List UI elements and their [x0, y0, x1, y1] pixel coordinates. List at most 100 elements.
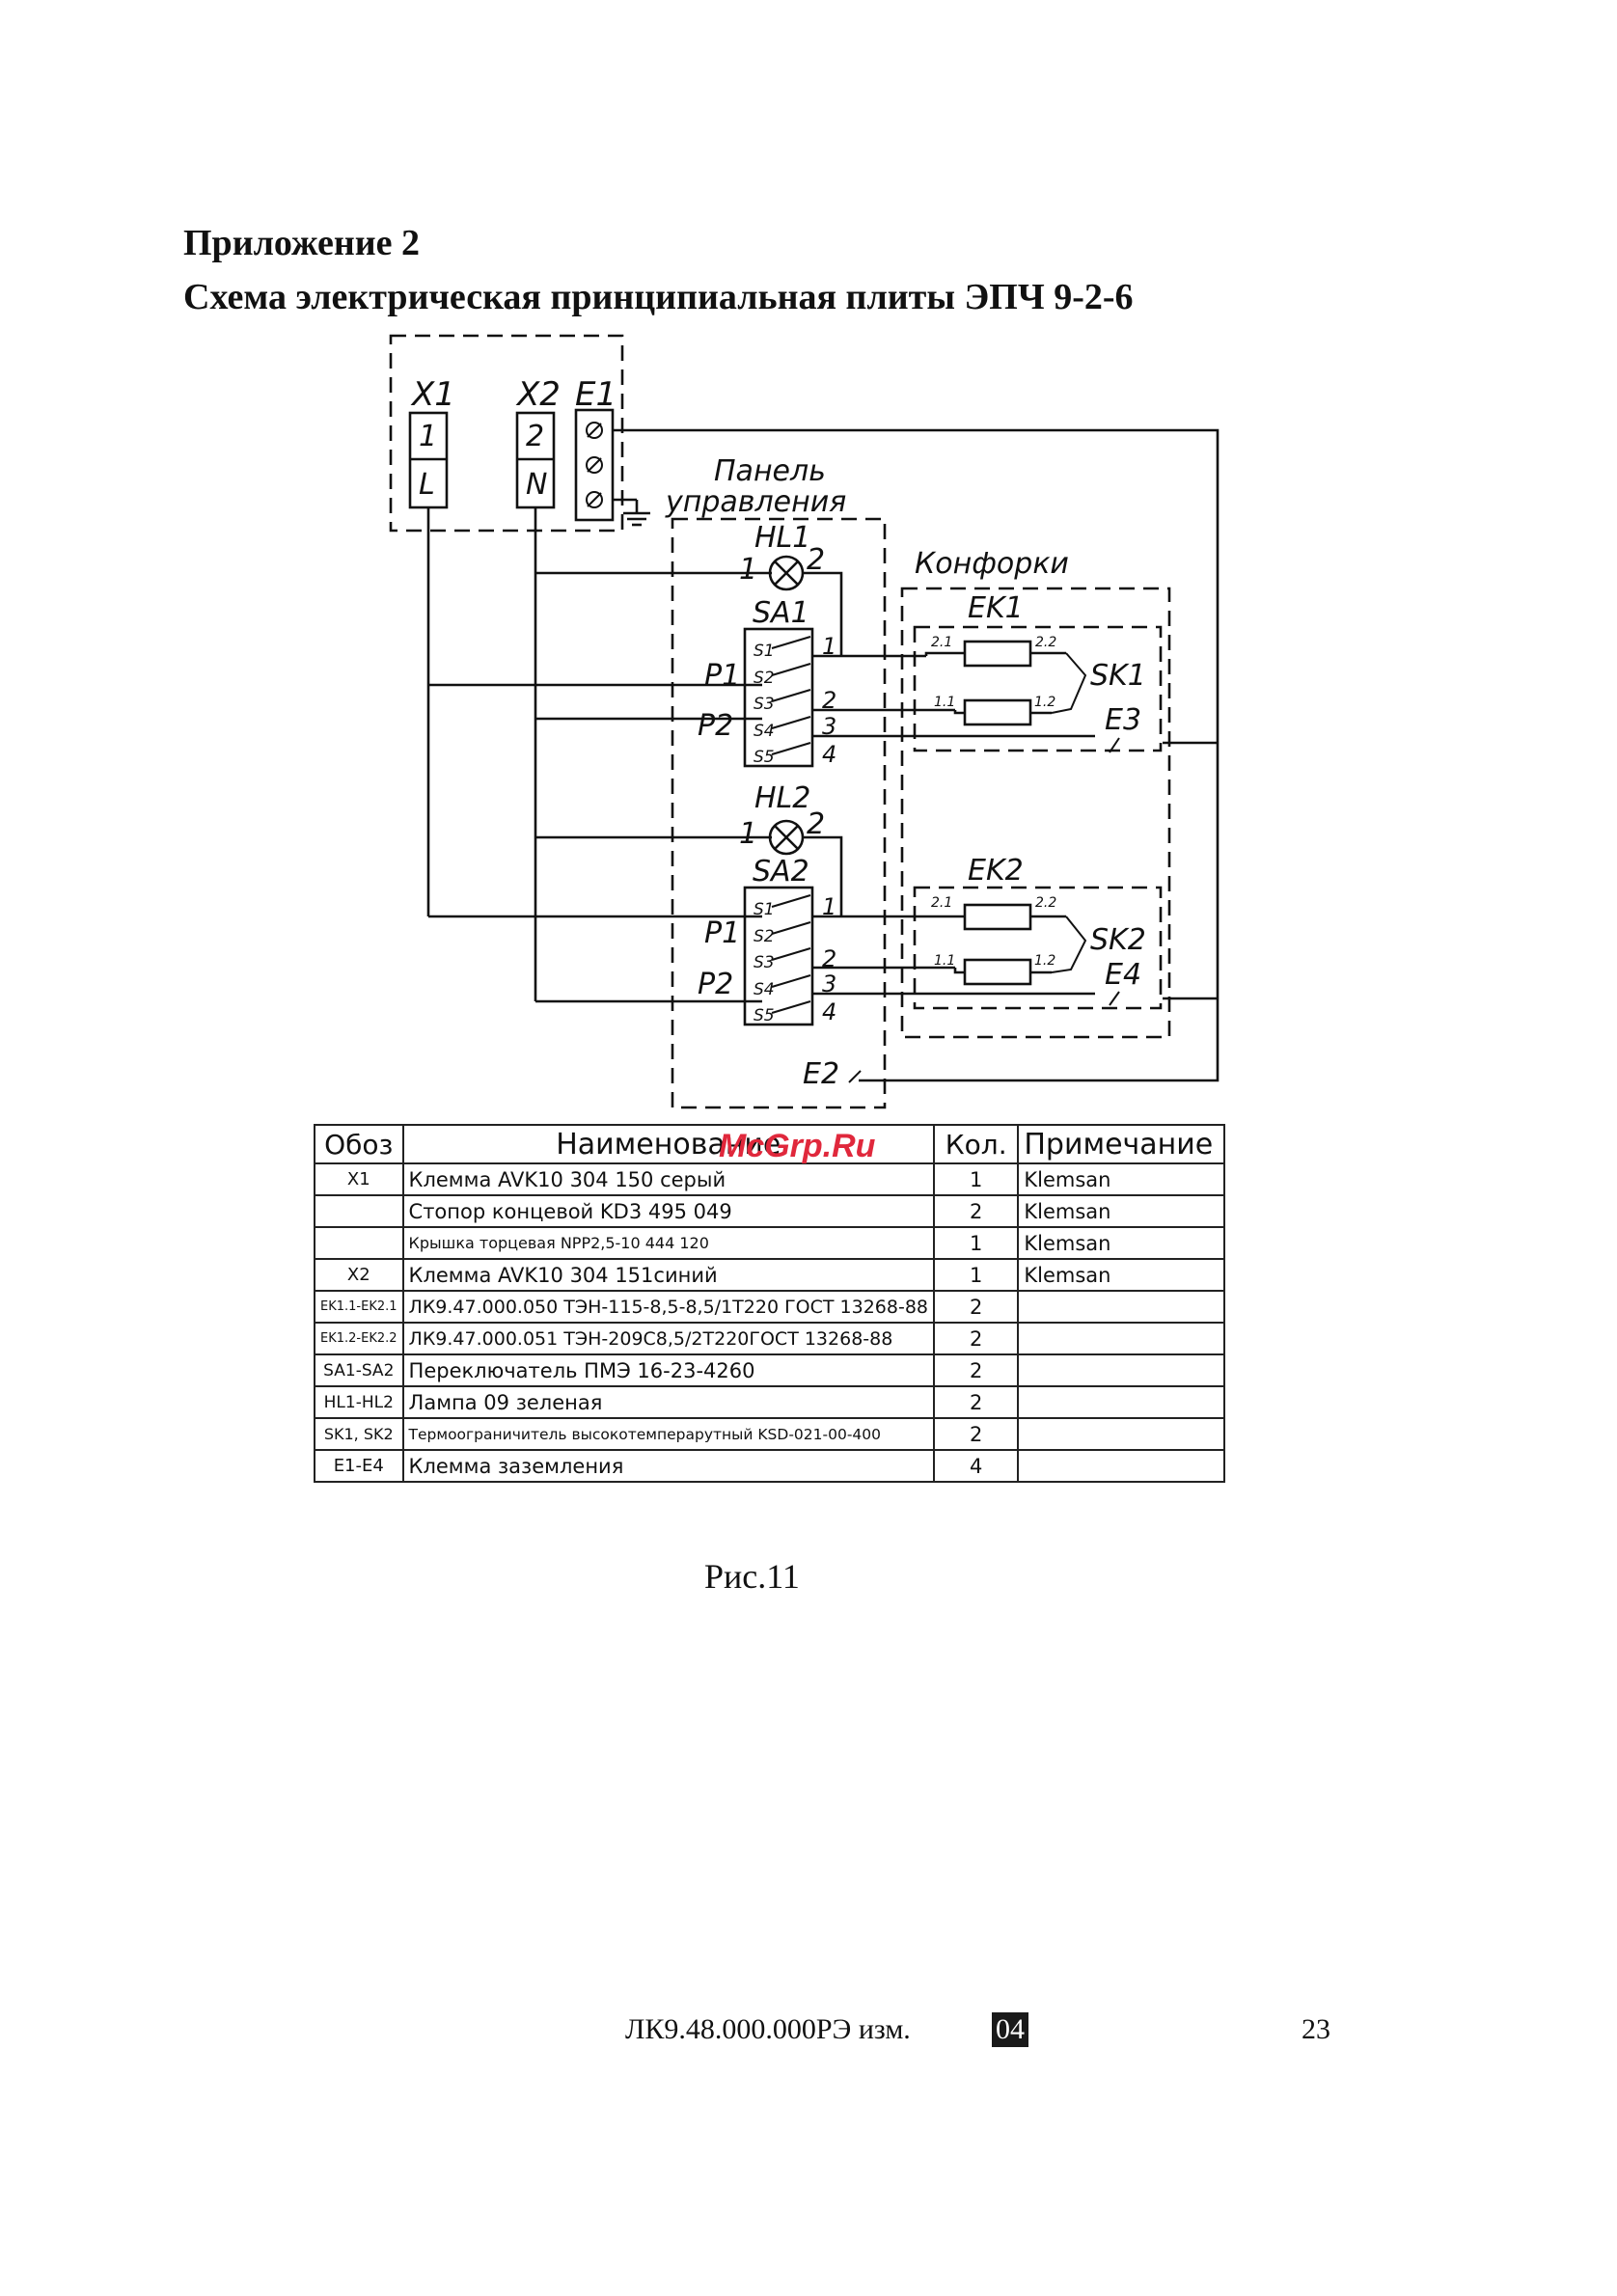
row-qty: 1 [933, 1226, 1020, 1260]
sa2-s3: S3 [754, 953, 775, 972]
x1-pin2-label: L [419, 468, 435, 502]
ek1-frame [913, 625, 1163, 752]
sa1-out2: 2 [822, 687, 836, 714]
ek2-t12: 1.2 [1034, 953, 1055, 969]
col-header-qty: Кол. [933, 1124, 1020, 1164]
row-code: E1-E4 [314, 1449, 404, 1483]
row-code: SA1-SA2 [314, 1353, 404, 1387]
row-qty: 4 [933, 1449, 1020, 1483]
row-note [1017, 1353, 1225, 1387]
ek1-t22: 2.2 [1035, 635, 1056, 650]
panel-label-line2: управления [665, 485, 846, 519]
burners-label: Конфорки [915, 547, 1069, 581]
ek1-t11: 1.1 [934, 695, 955, 710]
sa1-s5: S5 [754, 748, 775, 767]
control-panel-frame [671, 517, 887, 1109]
row-name: Клемма заземления [401, 1449, 936, 1483]
row-qty: 1 [933, 1258, 1020, 1292]
row-qty: 1 [933, 1162, 1020, 1196]
row-qty: 2 [933, 1290, 1020, 1324]
ek2-label: EK2 [968, 854, 1024, 888]
hl1-label: HL1 [754, 521, 810, 555]
sa2-out3: 3 [822, 970, 836, 998]
terminal-block-frame [389, 334, 624, 533]
figure-caption: Рис.11 [704, 1557, 800, 1596]
sa1-p2-label: P2 [698, 709, 733, 743]
lamp-hl1-icon [768, 555, 805, 591]
ek2-t22: 2.2 [1035, 895, 1056, 911]
row-name: Стопор концевой KD3 495 049 [401, 1194, 936, 1228]
row-code: X2 [314, 1258, 404, 1292]
sa1-label: SA1 [753, 596, 809, 630]
hl2-label: HL2 [754, 781, 810, 815]
row-name: ЛК9.47.000.050 ТЭН-115-8,5-8,5/1Т220 ГОС… [401, 1290, 936, 1324]
e1-label: E1 [575, 375, 617, 414]
hl1-pin2: 2 [807, 543, 825, 577]
footer-revision-badge: 04 [992, 2012, 1028, 2047]
x1-label: X1 [410, 375, 455, 414]
document-title: Схема электрическая принципиальная плиты… [183, 277, 1134, 317]
sa1-out4: 4 [822, 741, 836, 768]
row-note: Klemsan [1017, 1194, 1225, 1228]
col-header-name: Наименование [401, 1124, 936, 1164]
row-note [1017, 1322, 1225, 1355]
row-name: Термоограничитель высокотемперарутный KS… [401, 1417, 936, 1451]
x2-pin2-label: N [526, 468, 547, 502]
sa1-out3: 3 [822, 713, 836, 740]
ek2-t11: 1.1 [934, 953, 955, 969]
row-qty: 2 [933, 1353, 1020, 1387]
ground-icon [613, 498, 650, 527]
row-code [314, 1194, 404, 1228]
x1-pin1-label: 1 [419, 420, 437, 453]
row-note [1017, 1385, 1225, 1419]
sa2-out1: 1 [822, 893, 836, 920]
e1-ground-terminal [574, 408, 615, 522]
sa2-s2: S2 [754, 927, 775, 946]
col-header-code: Обоз [314, 1124, 404, 1164]
hl1-pin1: 1 [739, 553, 757, 587]
heater-ek2-2 [963, 958, 1032, 986]
row-name: Крышка торцевая NPP2,5-10 444 120 [401, 1226, 936, 1260]
table-header-row: Обоз Наименование Кол. Примечание [314, 1124, 1225, 1164]
watermark: McGrp.Ru [719, 1128, 876, 1164]
sa2-p1-label: P1 [704, 916, 740, 950]
footer-doc-code: ЛК9.48.000.000РЭ изм. [625, 2013, 911, 2045]
row-code: EK1.2-EK2.2 [314, 1322, 404, 1355]
row-note [1017, 1449, 1225, 1483]
sa1-s2: S2 [754, 669, 775, 688]
row-note [1017, 1417, 1225, 1451]
appendix-heading: Приложение 2 [183, 223, 421, 263]
row-note: Klemsan [1017, 1226, 1225, 1260]
switch-sa1 [743, 627, 814, 768]
sa1-p1-label: P1 [704, 659, 740, 693]
sa2-s1: S1 [754, 900, 775, 919]
row-qty: 2 [933, 1385, 1020, 1419]
row-qty: 2 [933, 1417, 1020, 1451]
e2-label: E2 [803, 1057, 839, 1091]
row-qty: 2 [933, 1322, 1020, 1355]
lamp-hl2-icon [768, 819, 805, 856]
row-code: X1 [314, 1162, 404, 1196]
heater-ek1-1 [963, 640, 1032, 668]
sa2-out2: 2 [822, 945, 836, 972]
sk2-label: SK2 [1090, 923, 1146, 957]
wiring-schematic: X1 X2 E1 1 L 2 N Панель управления Конфо… [389, 334, 1220, 1109]
sa2-label: SA2 [753, 855, 809, 888]
sa2-out4: 4 [822, 998, 836, 1025]
panel-label-line1: Панель [714, 454, 826, 488]
row-note [1017, 1290, 1225, 1324]
ek1-t12: 1.2 [1034, 695, 1055, 710]
ek2-t21: 2.1 [931, 895, 952, 911]
row-name: Переключатель ПМЭ 16-23-4260 [401, 1353, 936, 1387]
sa1-s3: S3 [754, 695, 775, 714]
sa2-s5: S5 [754, 1006, 775, 1025]
ek2-frame [913, 886, 1163, 1010]
e4-label: E4 [1105, 958, 1141, 992]
